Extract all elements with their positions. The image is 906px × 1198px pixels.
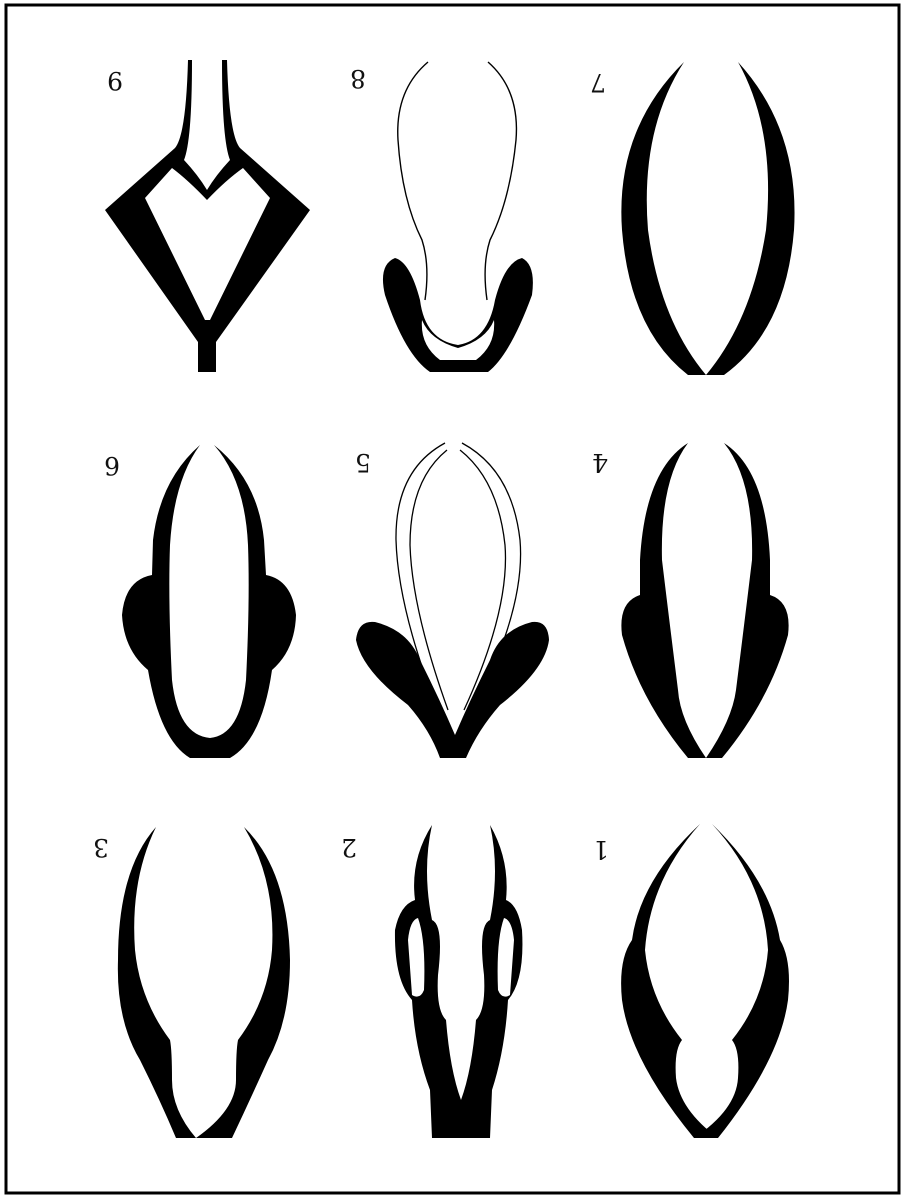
figure-6-label: 6: [104, 451, 120, 480]
figure-1-label: 1: [593, 835, 609, 864]
figure-2-label: 2: [341, 833, 357, 862]
figure-9-label: 9: [107, 66, 123, 95]
figure-3-label: 3: [93, 833, 109, 862]
figure-4-label: 4: [592, 448, 608, 477]
figure-5-label: 5: [355, 448, 371, 477]
figure-8-label: 8: [350, 64, 366, 93]
figure-7-label: 7: [590, 68, 606, 97]
